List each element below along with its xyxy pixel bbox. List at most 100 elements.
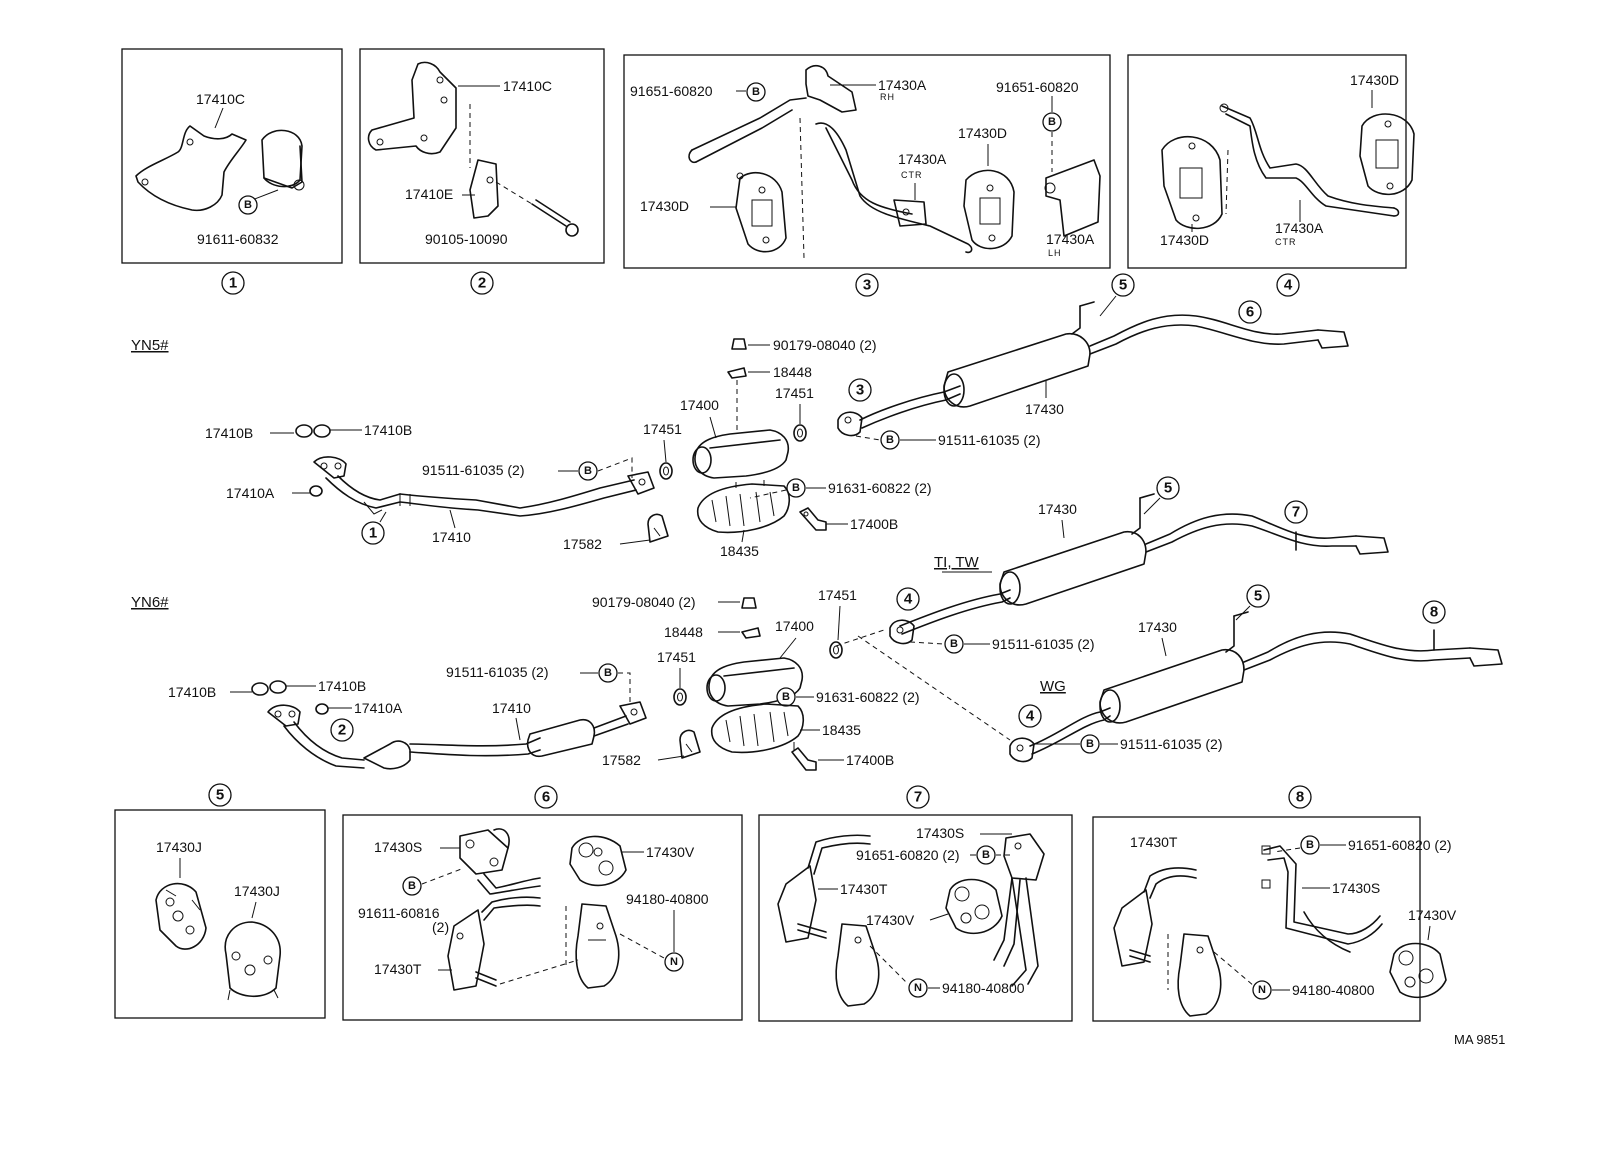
catalytic-converter-17400-yn6 <box>706 657 804 707</box>
badge-b-yn5-rear: B <box>880 430 900 450</box>
label-17430a-rh: 17430A <box>878 77 927 93</box>
hanger-17430a-ctr-box3 <box>815 122 973 254</box>
hanger-17430a-lh <box>1044 159 1101 237</box>
heat-shield-18435-yn5 <box>696 480 791 534</box>
label-17410a-yn5: 17410A <box>226 485 275 501</box>
label-18435-yn5: 18435 <box>720 543 759 559</box>
badge-b-box7: B <box>976 845 996 865</box>
flange-wg <box>1009 737 1035 763</box>
bracket-18448-yn5 <box>727 367 747 379</box>
label-17400b-yn6: 17400B <box>846 752 894 768</box>
label-17430a-ctr-box3: 17430A <box>898 151 947 167</box>
clamp-94180-40800-box6 <box>575 903 620 989</box>
mount-17430d-box4-left <box>1161 136 1223 230</box>
svg-text:B: B <box>584 465 592 477</box>
label-17451-yn5-a: 17451 <box>643 421 682 437</box>
bracket-17582-yn5 <box>647 513 669 543</box>
svg-text:N: N <box>1258 984 1266 996</box>
detail-box-5 <box>114 809 326 1019</box>
figure-reference: MA 9851 <box>1454 1032 1505 1047</box>
gasket-17451-yn6-a <box>673 688 687 706</box>
label-17430t-box8: 17430T <box>1130 834 1178 850</box>
label-17430a-lh: 17430A <box>1046 231 1095 247</box>
mount-17430v-box6 <box>569 835 627 887</box>
bolt-90105-10090 <box>531 199 579 237</box>
label-17430s-box7: 17430S <box>916 825 964 841</box>
svg-text:B: B <box>1086 738 1094 750</box>
hanger-17430a-ctr-box4 <box>1219 103 1400 217</box>
circle-num-6-yn5: 6 <box>1238 300 1262 324</box>
badge-n-box6: N <box>664 952 684 972</box>
label-17430d-box3-right: 17430D <box>958 125 1007 141</box>
mount-17430v-box8 <box>1389 942 1447 999</box>
circle-num-2-top: 2 <box>470 271 494 295</box>
circle-num-7-bottom: 7 <box>906 785 930 809</box>
label-17430j-a: 17430J <box>156 839 202 855</box>
section-wg: WG <box>1040 678 1066 695</box>
clamp-17400b-yn5 <box>799 507 827 531</box>
circle-num-3-top: 3 <box>855 273 879 297</box>
circle-num-3-yn5: 3 <box>848 378 872 402</box>
badge-b-box6: B <box>402 876 422 896</box>
label-91631-60822-yn5: 91631-60822 (2) <box>828 480 932 496</box>
svg-text:B: B <box>604 667 612 679</box>
mount-17430v-box7 <box>945 878 1003 935</box>
label-91651-60820-2-box7: 91651-60820 (2) <box>856 847 960 863</box>
label-94180-40800-box8: 94180-40800 <box>1292 982 1375 998</box>
svg-text:4: 4 <box>1026 708 1035 725</box>
label-94180-40800-box6: 94180-40800 <box>626 891 709 907</box>
label-17430d-box4-left: 17430D <box>1160 232 1209 248</box>
label-rh: RH <box>880 92 895 102</box>
label-17430a-ctr-box4: 17430A <box>1275 220 1324 236</box>
gasket-17451-yn6-b <box>829 641 843 659</box>
label-17430v-box8: 17430V <box>1408 907 1457 923</box>
bracket-17410e <box>469 159 499 219</box>
badge-b-yn5-front: B <box>578 461 598 481</box>
mount-17430j-b <box>224 921 281 1001</box>
gasket-17410b-yn6-a <box>251 682 269 696</box>
detail-box-3 <box>623 54 1111 269</box>
svg-text:8: 8 <box>1296 789 1304 806</box>
label-90105-10090: 90105-10090 <box>425 231 508 247</box>
svg-text:5: 5 <box>216 787 224 804</box>
label-17410c-box2: 17410C <box>503 78 552 94</box>
detail-box-7 <box>758 814 1073 1022</box>
badge-b-titw: B <box>944 634 964 654</box>
svg-text:3: 3 <box>863 277 871 294</box>
badge-b-box1: B <box>238 195 258 215</box>
bracket-17410c-box2 <box>367 61 457 155</box>
svg-text:7: 7 <box>1292 504 1300 521</box>
muffler-17430-wg <box>1029 611 1503 755</box>
nut-90179-08040-yn6 <box>741 597 757 609</box>
svg-text:3: 3 <box>856 382 864 399</box>
svg-text:B: B <box>244 199 252 211</box>
label-17410b-yn6-left: 17410B <box>168 684 216 700</box>
circle-num-4-wg: 4 <box>1018 704 1042 728</box>
badge-b-box8: B <box>1300 835 1320 855</box>
circle-num-8-bottom: 8 <box>1288 785 1312 809</box>
gasket-17410b-yn6-b <box>269 680 287 694</box>
label-17582-yn6: 17582 <box>602 752 641 768</box>
circle-num-8-wg: 8 <box>1422 600 1446 624</box>
hanger-17430a-rh <box>688 64 857 180</box>
flange-titw <box>889 619 915 645</box>
label-91511-61035-yn6-front: 91511-61035 (2) <box>446 664 548 680</box>
badge-b-yn5-heatshield: B <box>786 478 806 498</box>
label-17451-yn6-b: 17451 <box>818 587 857 603</box>
label-91511-61035-titw: 91511-61035 (2) <box>992 636 1094 652</box>
hanger-17430t-box7 <box>777 834 871 943</box>
svg-text:8: 8 <box>1430 604 1438 621</box>
svg-text:1: 1 <box>369 525 377 542</box>
detail-box-8 <box>1092 816 1421 1022</box>
badge-b-yn6-front: B <box>598 663 618 683</box>
label-17410e: 17410E <box>405 186 453 202</box>
svg-text:B: B <box>782 691 790 703</box>
label-17430-yn5: 17430 <box>1025 401 1064 417</box>
label-91611-60832: 91611-60832 <box>197 231 279 247</box>
label-91651-60820-box3-left: 91651-60820 <box>630 83 713 99</box>
circle-num-1-top: 1 <box>221 271 245 295</box>
svg-text:2: 2 <box>338 722 346 739</box>
label-91611-60816: 91611-60816 <box>358 905 440 921</box>
circle-num-5-titw: 5 <box>1156 476 1180 500</box>
label-17430d-box4-right: 17430D <box>1350 72 1399 88</box>
